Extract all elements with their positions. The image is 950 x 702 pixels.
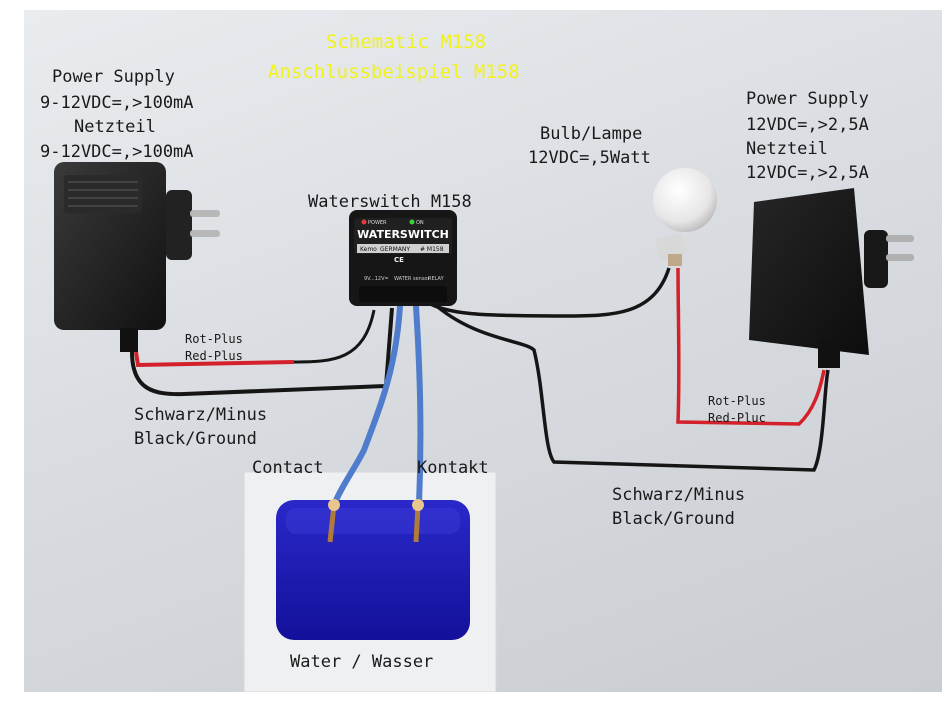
left-supply-line-1: Power Supply (52, 67, 175, 87)
power-led-icon (361, 219, 367, 225)
water-label: Water / Wasser (290, 652, 434, 672)
wire-red-right (676, 267, 826, 426)
wire-black-left (130, 307, 394, 397)
right-red-wire-label-1: Rot-Plus (708, 394, 766, 408)
left-supply-line-3: Netzteil (74, 117, 156, 137)
module-brand: Kemo (360, 246, 377, 253)
wire-blue-contact (331, 305, 403, 507)
right-supply-line-2: 12VDC=,>2,5A (746, 115, 869, 135)
module-ce-mark: CE (394, 256, 404, 264)
waterswitch-label: Waterswitch M158 (308, 192, 472, 212)
kontakt-label: Kontakt (417, 458, 489, 478)
wire-black-relay-right (430, 300, 830, 472)
bulb (653, 168, 717, 266)
wire-red-left (134, 351, 295, 368)
module-term-water: WATER sensor (394, 276, 430, 282)
module-code: # M158 (420, 246, 444, 253)
title-line-1: Schematic M158 (326, 31, 487, 53)
right-black-wire-label-1: Schwarz/Minus (612, 485, 746, 505)
left-supply-line-4: 9-12VDC=,>100mA (40, 142, 194, 162)
right-supply-line-1: Power Supply (746, 89, 869, 109)
wiring-illustration: WATERSWITCH Kemo GERMANY # M158 POWER ON… (54, 162, 914, 692)
module-led-power: POWER (368, 220, 387, 226)
water-tray (243, 471, 497, 692)
wire-black-relay-bulb (422, 267, 671, 318)
right-black-wire-label-2: Black/Ground (612, 509, 735, 529)
module-term-relay: RELAY (428, 276, 445, 282)
right-supply-line-3: Netzteil (746, 139, 828, 159)
module-led-on: ON (416, 220, 424, 226)
on-led-icon (409, 219, 415, 225)
module-term-supply: 9V...12V= (364, 276, 389, 282)
bulb-label-line-1: Bulb/Lampe (540, 124, 643, 144)
right-supply-line-4: 12VDC=,>2,5A (746, 163, 869, 183)
left-power-adapter (54, 162, 220, 352)
left-supply-line-2: 9-12VDC=,>100mA (40, 93, 194, 113)
module-made: GERMANY (380, 246, 410, 253)
right-power-adapter (749, 188, 914, 368)
left-red-wire-label-1: Rot-Plus (185, 332, 243, 346)
left-black-wire-label-1: Schwarz/Minus (134, 405, 268, 425)
wire-blue-kontakt (413, 305, 424, 506)
waterswitch-module: WATERSWITCH Kemo GERMANY # M158 POWER ON… (349, 210, 457, 306)
left-red-wire-label-2: Red-Plus (185, 349, 243, 363)
module-title: WATERSWITCH (357, 228, 449, 241)
right-red-wire-label-2: Red-Pluc (708, 411, 766, 425)
title-line-2: Anschlussbeispiel M158 (268, 61, 520, 83)
left-black-wire-label-2: Black/Ground (134, 429, 257, 449)
wiring-photo: WATERSWITCH Kemo GERMANY # M158 POWER ON… (24, 10, 942, 692)
bulb-label-line-2: 12VDC=,5Watt (528, 148, 651, 168)
contact-label: Contact (252, 458, 324, 478)
